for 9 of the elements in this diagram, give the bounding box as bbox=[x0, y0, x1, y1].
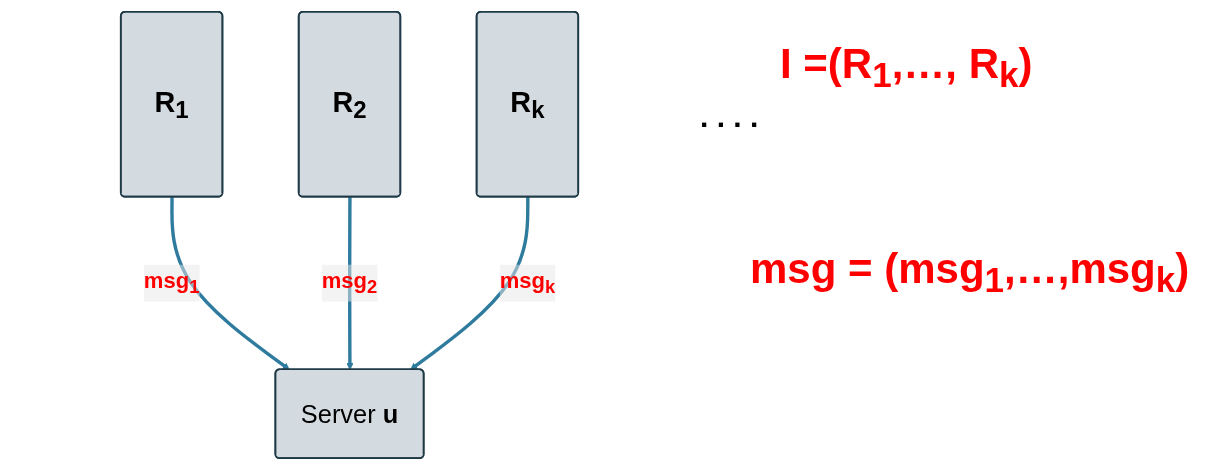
edge-label: msg$_{2}$ bbox=[322, 267, 378, 298]
arrow bbox=[410, 197, 531, 370]
arrow bbox=[346, 197, 355, 370]
formula-text: msg = (msg$_{1}$,…,msg$_{k}$) bbox=[750, 245, 1190, 301]
formula-text: I =(R$_{1}$,…, R$_{k}$) bbox=[780, 40, 1034, 96]
ellipsis-text: . . . . bbox=[700, 100, 759, 134]
edge-label: msg$_{1}$ bbox=[144, 267, 200, 298]
arrow bbox=[170, 197, 291, 370]
edge-label: msg$_{k}$ bbox=[500, 267, 556, 298]
